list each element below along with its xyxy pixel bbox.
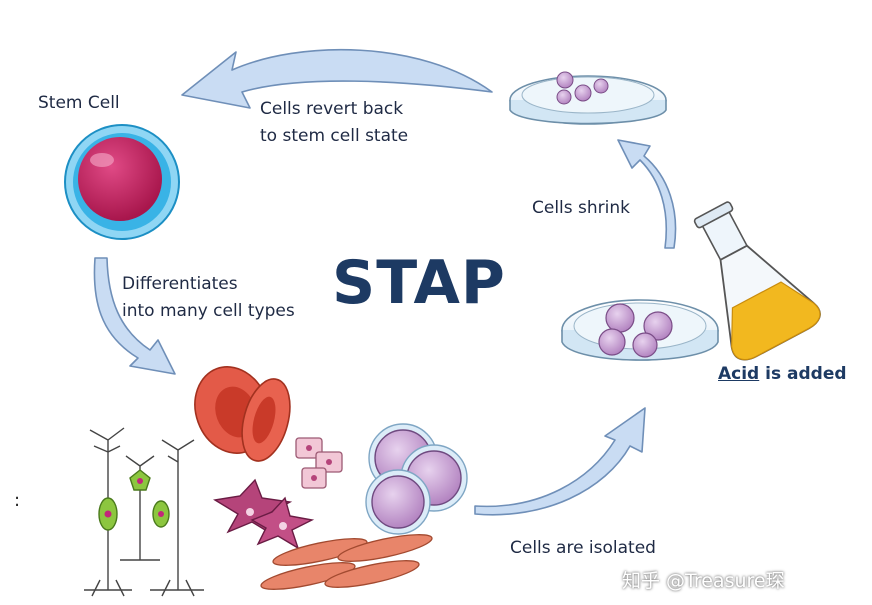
revert-label-line1: Cells revert back: [260, 99, 404, 119]
acid-flask-icon: [693, 201, 821, 361]
stem-cell-label: Stem Cell: [38, 93, 120, 113]
shrink-label: Cells shrink: [532, 198, 630, 218]
petri-dish-shrunk-icon: [509, 71, 667, 125]
differentiate-label-line2: into many cell types: [122, 301, 295, 321]
revert-arrow: [181, 48, 493, 109]
epithelial-cells-icon: [295, 437, 343, 489]
isolated-cells-icon: [365, 423, 468, 535]
acid-word: Acid: [718, 364, 760, 384]
muscle-cells-icon: [260, 534, 433, 590]
petri-dish-acid-icon: [561, 299, 719, 361]
neuron-cells-icon: [84, 427, 204, 597]
shrink-arrow: [617, 139, 677, 249]
stray-mark: :: [14, 490, 21, 511]
revert-label-line2: to stem cell state: [260, 126, 409, 146]
stem-cell-icon: [64, 124, 180, 240]
differentiate-label-line1: Differentiates: [122, 274, 238, 294]
diagram-title: STAP: [332, 248, 506, 318]
isolated-label: Cells are isolated: [510, 538, 656, 558]
red-blood-cell-icon: [194, 366, 291, 462]
connective-cells-icon: [213, 478, 315, 550]
watermark: 知乎 @Treasure琛: [622, 570, 785, 592]
differentiate-arrow: [93, 257, 176, 375]
acid-rest: is added: [759, 364, 847, 384]
acid-label: Acid is added: [718, 362, 847, 386]
isolate-arrow: [474, 407, 646, 516]
